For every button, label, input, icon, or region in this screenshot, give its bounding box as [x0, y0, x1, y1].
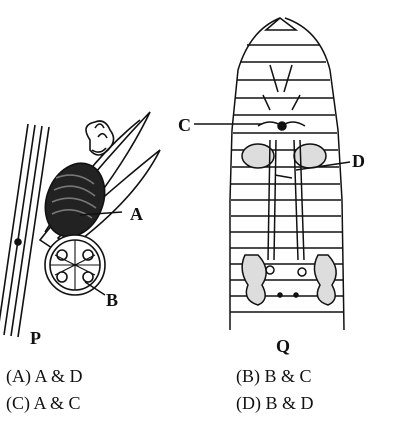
- option-c-key: (C): [6, 393, 30, 413]
- option-a-text: A & D: [34, 366, 83, 386]
- option-d-text: B & D: [265, 393, 314, 413]
- panel-label-q: Q: [276, 336, 290, 356]
- label-a: A: [130, 204, 143, 224]
- option-a-key: (A): [6, 366, 31, 386]
- panel-label-p: P: [30, 328, 41, 348]
- option-d[interactable]: (D) B & D: [236, 393, 314, 414]
- option-d-key: (D): [236, 393, 261, 413]
- option-c[interactable]: (C) A & C: [6, 393, 81, 414]
- panel-p-illustration: [0, 111, 161, 338]
- option-b-key: (B): [236, 366, 260, 386]
- panel-q-illustration: [194, 17, 351, 331]
- option-b-text: B & C: [264, 366, 312, 386]
- label-d: D: [352, 151, 365, 171]
- diagram-figure: A B C D P Q: [0, 17, 365, 356]
- option-c-text: A & C: [33, 393, 81, 413]
- label-b: B: [106, 290, 118, 310]
- label-c: C: [178, 115, 191, 135]
- option-b[interactable]: (B) B & C: [236, 366, 312, 387]
- option-a[interactable]: (A) A & D: [6, 366, 83, 387]
